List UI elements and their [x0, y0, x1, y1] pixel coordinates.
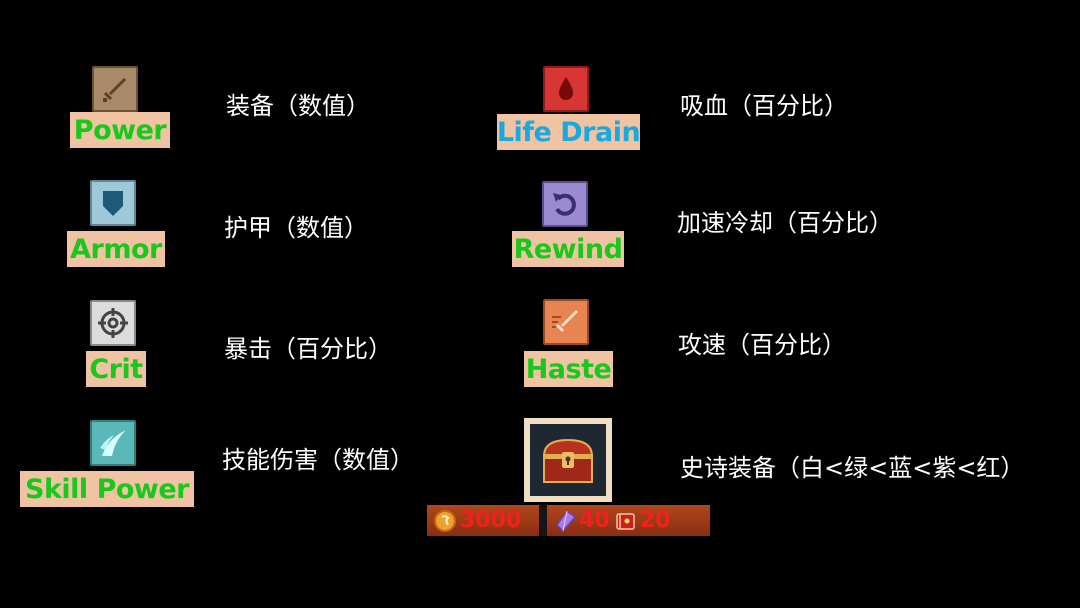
cost-divider — [539, 505, 548, 536]
epic-equipment-description: 史诗装备（白<绿<蓝<紫<红） — [680, 454, 1025, 482]
life-drain-label: Life Drain — [497, 114, 640, 150]
armor-shield-icon — [90, 180, 136, 226]
gold-cost: 3000 — [460, 508, 522, 533]
crit-crosshair-icon — [90, 300, 136, 346]
rewind-label: Rewind — [512, 231, 624, 267]
power-label: Power — [70, 112, 170, 148]
haste-label: Haste — [524, 351, 613, 387]
crystal-icon — [556, 509, 577, 532]
rewind-description: 加速冷却（百分比） — [677, 209, 893, 237]
crit-label: Crit — [86, 351, 146, 387]
skill-power-label: Skill Power — [20, 471, 194, 507]
armor-description: 护甲（数值） — [224, 214, 368, 242]
haste-description: 攻速（百分比） — [678, 331, 846, 359]
book-icon — [616, 512, 635, 530]
armor-label: Armor — [67, 231, 165, 267]
gold-coin-icon — [434, 509, 456, 532]
book-cost: 20 — [639, 508, 671, 533]
haste-swift-sword-icon — [543, 299, 589, 345]
power-sword-icon — [92, 66, 138, 112]
skill-power-claw-icon — [90, 420, 136, 466]
cost-bar: 3000 40 20 — [427, 505, 710, 536]
treasure-chest-icon — [542, 438, 594, 483]
crystal-cost: 40 — [579, 508, 610, 533]
life-drain-description: 吸血（百分比） — [680, 92, 848, 120]
power-description: 装备（数值） — [226, 92, 370, 120]
epic-chest-frame — [524, 418, 612, 502]
life-drain-blood-drop-icon — [543, 66, 589, 112]
rewind-arrow-icon — [542, 181, 588, 227]
skill-power-description: 技能伤害（数值） — [222, 446, 414, 474]
crit-description: 暴击（百分比） — [224, 335, 392, 363]
